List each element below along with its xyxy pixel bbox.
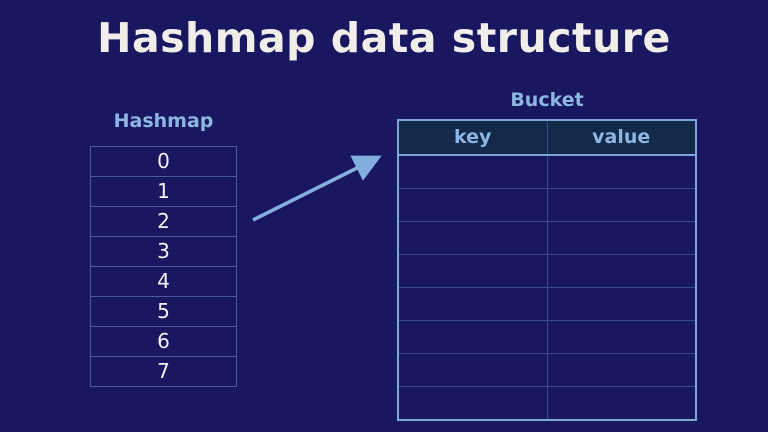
bucket-value-cell [546, 222, 696, 254]
hashmap-slot: 1 [91, 176, 236, 206]
bucket-key-cell [399, 222, 547, 254]
bucket-row [399, 221, 695, 254]
bucket-value-cell [546, 288, 696, 320]
bucket-row [399, 254, 695, 287]
bucket-value-cell [546, 255, 696, 287]
hashmap-to-bucket-arrow-icon [252, 155, 382, 222]
hashmap-label: Hashmap [113, 110, 214, 132]
bucket-key-cell [399, 321, 547, 353]
hashmap-slot: 7 [91, 356, 236, 386]
hashmap-slot: 0 [157, 149, 170, 173]
bucket-key-cell [399, 189, 547, 221]
bucket-key-cell [399, 288, 547, 320]
bucket-table-body [399, 156, 695, 419]
bucket-row [399, 386, 695, 419]
bucket-key-cell [399, 387, 547, 419]
bucket-value-cell [546, 189, 696, 221]
bucket-value-cell [546, 321, 696, 353]
bucket-row [399, 156, 695, 188]
hashmap-slot: 6 [91, 326, 236, 356]
bucket-label: Bucket [510, 89, 584, 111]
bucket-header-row: key value [399, 121, 695, 156]
bucket-key-cell [399, 255, 547, 287]
bucket-value-cell [546, 156, 696, 188]
hashmap-slot: 4 [91, 266, 236, 296]
bucket-table: key value [397, 119, 697, 421]
bucket-header-key: key [454, 126, 492, 148]
hashmap-slot: 5 [91, 296, 236, 326]
bucket-header-value: value [546, 121, 696, 154]
hashmap-slot: 2 [91, 206, 236, 236]
bucket-key-cell [399, 156, 547, 188]
page-title: Hashmap data structure [97, 14, 671, 62]
bucket-row [399, 188, 695, 221]
bucket-row [399, 287, 695, 320]
hashmap-slot: 3 [91, 236, 236, 266]
bucket-value-cell [546, 354, 696, 386]
bucket-key-cell [399, 354, 547, 386]
bucket-row [399, 353, 695, 386]
bucket-value-cell [546, 387, 696, 419]
bucket-row [399, 320, 695, 353]
